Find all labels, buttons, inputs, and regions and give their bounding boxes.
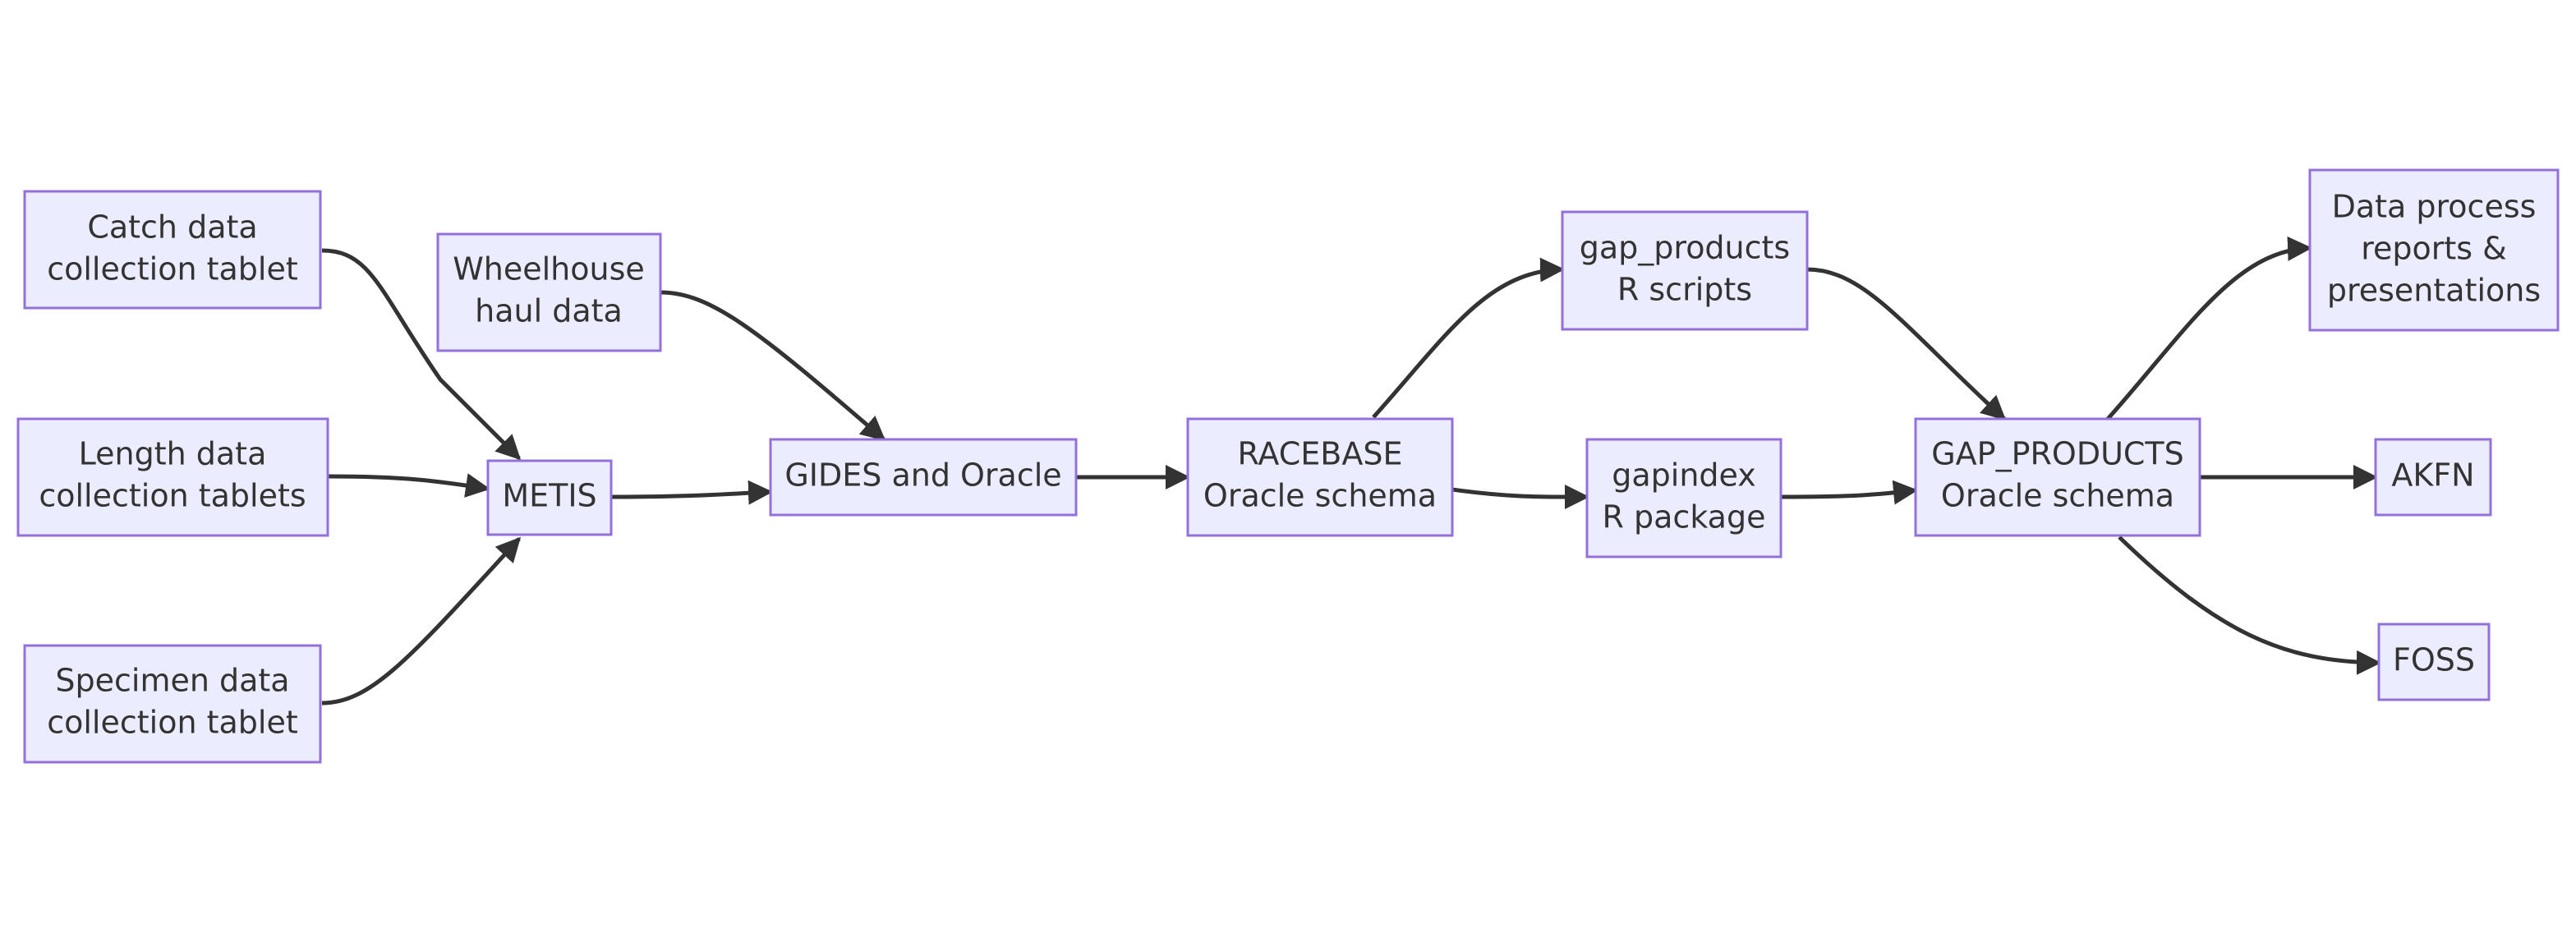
edge-wheelhouse-to-gides <box>660 290 886 441</box>
node-foss-line-1: FOSS <box>2393 642 2475 678</box>
node-wheelhouse[interactable]: Wheelhouse haul data <box>436 232 662 352</box>
node-catch-line-1: Catch data <box>87 209 257 246</box>
edge-specimen-to-metis <box>321 536 522 705</box>
node-gides-line-1: GIDES and Oracle <box>784 457 1061 494</box>
node-wheelhouse-line-1: Wheelhouse <box>453 251 645 287</box>
node-gides[interactable]: GIDES and Oracle <box>769 438 1078 517</box>
edge-catch-to-metis <box>321 248 522 461</box>
node-racebase[interactable]: RACEBASE Oracle schema <box>1186 417 1454 537</box>
node-catch-line-2: collection tablet <box>47 251 298 287</box>
edge-metis-to-gides <box>610 480 773 505</box>
node-reports[interactable]: Data process reports & presentations <box>2308 168 2560 332</box>
edge-gap-products-to-foss <box>2118 535 2381 675</box>
node-gap-scripts-line-1: gap_products <box>1580 230 1790 266</box>
node-foss[interactable]: FOSS <box>2377 623 2491 701</box>
edge-gapindex-to-gap-products <box>1780 480 1918 505</box>
edge-length-to-metis <box>328 473 490 498</box>
node-reports-line-2: reports & <box>2361 231 2507 267</box>
node-length-line-1: Length data <box>79 436 267 472</box>
node-reports-line-1: Data process <box>2332 189 2537 225</box>
edge-racebase-to-gap-scripts <box>1372 257 1565 419</box>
edges-layer <box>321 236 2381 705</box>
nodes-layer: Catch data collection tablet Wheelhouse … <box>16 168 2560 764</box>
node-gapindex-line-2: R package <box>1603 499 1766 535</box>
node-length[interactable]: Length data collection tablets <box>16 417 329 537</box>
node-gapindex-line-1: gapindex <box>1612 457 1756 494</box>
node-gap-scripts-line-2: R scripts <box>1617 272 1752 308</box>
node-reports-line-3: presentations <box>2327 273 2541 309</box>
node-racebase-line-1: RACEBASE <box>1238 436 1403 472</box>
edge-gap-scripts-to-gap-products <box>1806 267 2007 421</box>
node-gap-products-line-1: GAP_PRODUCTS <box>1931 436 2184 472</box>
node-wheelhouse-line-2: haul data <box>475 293 623 329</box>
edge-racebase-to-gapindex <box>1451 485 1589 510</box>
node-akfn-line-1: AKFN <box>2391 457 2474 494</box>
node-specimen-line-1: Specimen data <box>55 663 289 699</box>
node-metis[interactable]: METIS <box>486 459 613 536</box>
node-metis-line-1: METIS <box>502 478 596 514</box>
node-akfn[interactable]: AKFN <box>2374 438 2492 517</box>
edge-gap-products-to-reports <box>2106 236 2312 421</box>
node-gap-products-line-2: Oracle schema <box>1941 478 2174 514</box>
node-gap-products[interactable]: GAP_PRODUCTS Oracle schema <box>1914 417 2201 537</box>
node-catch[interactable]: Catch data collection tablet <box>23 190 322 310</box>
node-length-line-2: collection tablets <box>39 478 306 514</box>
node-specimen[interactable]: Specimen data collection tablet <box>23 644 322 764</box>
node-racebase-line-2: Oracle schema <box>1203 478 1437 514</box>
node-specimen-line-2: collection tablet <box>47 705 298 741</box>
node-gapindex[interactable]: gapindex R package <box>1585 438 1782 558</box>
node-gap-scripts[interactable]: gap_products R scripts <box>1561 210 1809 331</box>
